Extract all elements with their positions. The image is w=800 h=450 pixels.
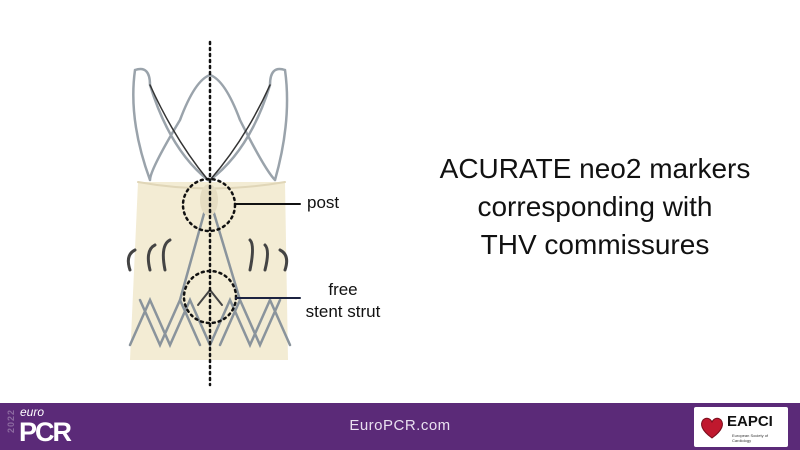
slide-title: ACURATE neo2 markers corresponding with … <box>420 150 770 264</box>
website-link[interactable]: EuroPCR.com <box>349 417 451 434</box>
post-marker-circle <box>181 177 237 233</box>
title-line: THV commissures <box>480 229 710 260</box>
title-line: ACURATE neo2 markers <box>439 153 751 184</box>
free-label-line2: stent strut <box>305 302 381 321</box>
eapci-name: EAPCI <box>727 413 773 430</box>
footer-bar: 2022 euro PCR EuroPCR.com EAPCI European… <box>0 403 800 450</box>
eapci-subtitle: European Society of Cardiology <box>732 433 769 443</box>
eapci-logo: EAPCI European Society of Cardiology <box>694 407 788 447</box>
free-stent-strut-label: free stent strut <box>300 279 386 323</box>
free-label-line1: free <box>328 280 358 299</box>
logo-euro: euro <box>20 405 45 419</box>
heart-icon <box>701 417 723 439</box>
post-label: post <box>307 193 340 212</box>
valve-illustration <box>126 40 301 387</box>
title-line: corresponding with <box>477 191 713 222</box>
logo-pcr: PCR <box>19 417 72 447</box>
